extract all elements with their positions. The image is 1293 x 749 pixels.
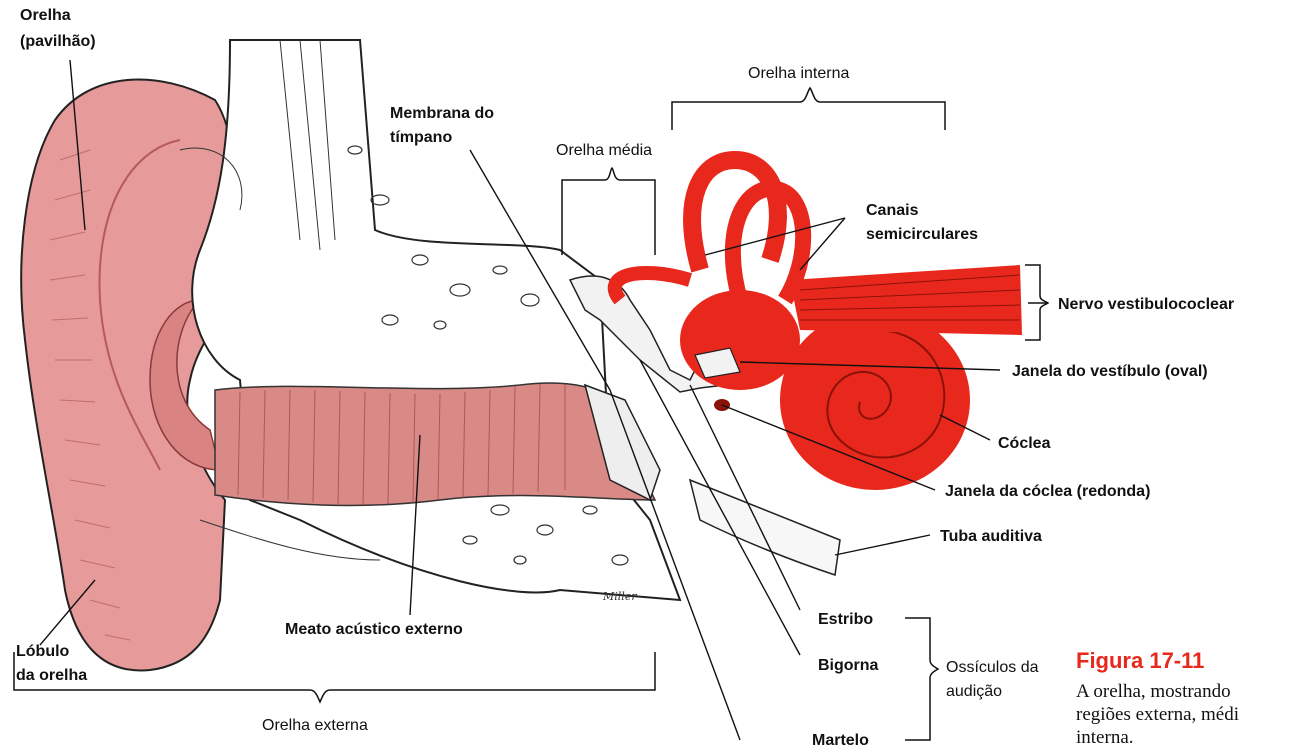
label-canals-line2: semicirculares — [866, 226, 978, 243]
label-ossicles-line2: audição — [946, 683, 1002, 700]
label-round-window: Janela da cóclea (redonda) — [945, 483, 1150, 500]
label-inner-ear: Orelha interna — [748, 65, 849, 82]
label-tympanic-line2: tímpano — [390, 129, 452, 146]
figure-title: Figura 17-11 — [1076, 648, 1204, 673]
ossicles-bracket — [905, 618, 938, 740]
label-middle-ear: Orelha média — [556, 142, 652, 159]
middle-ear-bracket — [562, 168, 655, 255]
vestibulocochlear-nerve-shape — [790, 265, 1022, 335]
semicircular-canals-shape — [615, 160, 803, 300]
label-external-meatus: Meato acústico externo — [285, 621, 463, 638]
figure-caption-line2: regiões externa, médi — [1076, 704, 1239, 725]
label-nerve: Nervo vestibulococlear — [1058, 296, 1234, 313]
label-cochlea: Cóclea — [998, 435, 1051, 452]
figure-caption-line3: interna. — [1076, 727, 1134, 748]
cochlea-shape — [780, 310, 970, 490]
label-pinna-line1: Orelha — [20, 7, 71, 24]
artist-signature: Miller — [602, 590, 637, 603]
label-lobule-line1: Lóbulo — [16, 643, 70, 660]
label-external-ear: Orelha externa — [262, 717, 368, 734]
label-tympanic-line1: Membrana do — [390, 105, 494, 122]
label-lobule-line2: da orelha — [16, 667, 87, 684]
label-ossicles-line1: Ossículos da — [946, 659, 1039, 676]
inner-ear-bracket — [672, 88, 945, 130]
vestibule-shape — [680, 290, 800, 390]
label-pinna-line2: (pavilhão) — [20, 33, 96, 50]
label-oval-window: Janela do vestíbulo (oval) — [1012, 363, 1208, 380]
label-canals-line1: Canais — [866, 202, 919, 219]
label-incus: Bigorna — [818, 657, 879, 674]
label-stapes: Estribo — [818, 611, 873, 628]
label-auditory-tube: Tuba auditiva — [940, 528, 1042, 545]
figure-caption-line1: A orelha, mostrando — [1076, 681, 1231, 702]
label-malleus: Martelo — [812, 732, 869, 749]
pinna-shape — [21, 80, 240, 671]
